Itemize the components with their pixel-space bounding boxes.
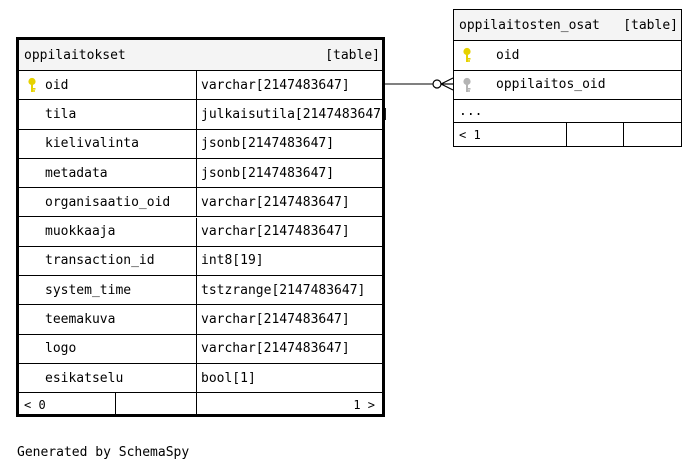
table-type-label: [table] [623, 17, 678, 33]
column-name: organisaatio_oid [45, 194, 171, 210]
primary-key-icon [462, 41, 474, 70]
parents-count[interactable]: < 0 [24, 398, 46, 412]
column-type: varchar[2147483647] [196, 188, 382, 217]
footer-spacer [566, 123, 623, 147]
column-name: system_time [45, 282, 132, 298]
footer-spacer [115, 393, 196, 417]
table-header[interactable]: oppilaitosten_osat [table] [454, 10, 681, 41]
children-count-label: 1 > [353, 398, 375, 412]
foreign-key-icon [462, 71, 474, 100]
column-name: oppilaitos_oid [496, 77, 606, 93]
column-row-oppilaitos-oid[interactable]: oppilaitos_oid [454, 71, 681, 100]
column-row-esikatselu[interactable]: esikatselu bool[1] [19, 364, 382, 394]
column-type: varchar[2147483647] [196, 71, 382, 100]
ellipsis: ... [459, 103, 483, 119]
zero-cardinality-circle [432, 79, 442, 89]
crowfoot-lower [440, 83, 454, 91]
generator-credit: Generated by SchemaSpy [17, 445, 190, 460]
table-header[interactable]: oppilaitokset [table] [19, 40, 382, 71]
table-footer: < 1 [454, 123, 681, 147]
column-name: oid [45, 77, 69, 93]
column-row-logo[interactable]: logo varchar[2147483647] [19, 334, 382, 364]
table-footer: < 0 1 > [19, 393, 382, 417]
column-name: oid [496, 47, 520, 63]
column-row-system-time[interactable]: system_time tstzrange[2147483647] [19, 276, 382, 306]
column-type: varchar[2147483647] [196, 334, 382, 363]
column-name: tila [45, 106, 77, 122]
column-row-tila[interactable]: tila julkaisutila[2147483647] [19, 100, 389, 130]
table-oppilaitosten-osat[interactable]: oppilaitosten_osat [table] oid oppilaitos… [453, 9, 682, 147]
column-name: transaction_id [45, 253, 155, 269]
column-row-organisaatio-oid[interactable]: organisaatio_oid varchar[2147483647] [19, 188, 382, 218]
column-type: bool[1] [196, 364, 382, 393]
column-name: kielivalinta [45, 136, 139, 152]
column-row-oid[interactable]: oid [454, 41, 681, 71]
crowfoot-upper [440, 77, 454, 85]
column-row-transaction-id[interactable]: transaction_id int8[19] [19, 246, 382, 277]
table-name: oppilaitosten_osat [459, 17, 600, 33]
parents-count[interactable]: < 1 [459, 128, 481, 142]
column-row-metadata[interactable]: metadata jsonb[2147483647] [19, 158, 382, 189]
children-count[interactable] [623, 123, 681, 147]
column-row-kielivalinta[interactable]: kielivalinta jsonb[2147483647] [19, 129, 382, 159]
column-type: julkaisutila[2147483647] [196, 100, 389, 129]
column-row-muokkaaja[interactable]: muokkaaja varchar[2147483647] [19, 217, 382, 247]
column-row-oid[interactable]: oid varchar[2147483647] [19, 71, 382, 101]
column-name: teemakuva [45, 312, 116, 328]
more-columns-row: ... [454, 100, 681, 123]
column-type: int8[19] [196, 246, 382, 276]
primary-key-icon [27, 71, 39, 99]
table-type-label: [table] [325, 47, 380, 63]
column-type: jsonb[2147483647] [196, 158, 382, 188]
table-oppilaitokset[interactable]: oppilaitokset [table] oid varchar[2147483… [16, 37, 389, 417]
column-type: jsonb[2147483647] [196, 129, 382, 158]
column-type: varchar[2147483647] [196, 305, 382, 334]
table-name: oppilaitokset [24, 47, 126, 63]
column-name: muokkaaja [45, 224, 116, 240]
column-name: esikatselu [45, 370, 124, 386]
column-type: tstzrange[2147483647] [196, 276, 382, 305]
column-name: logo [45, 341, 77, 357]
column-type: varchar[2147483647] [196, 217, 382, 246]
children-count[interactable]: 1 > [196, 393, 382, 417]
column-name: metadata [45, 165, 108, 181]
column-row-teemakuva[interactable]: teemakuva varchar[2147483647] [19, 305, 382, 335]
